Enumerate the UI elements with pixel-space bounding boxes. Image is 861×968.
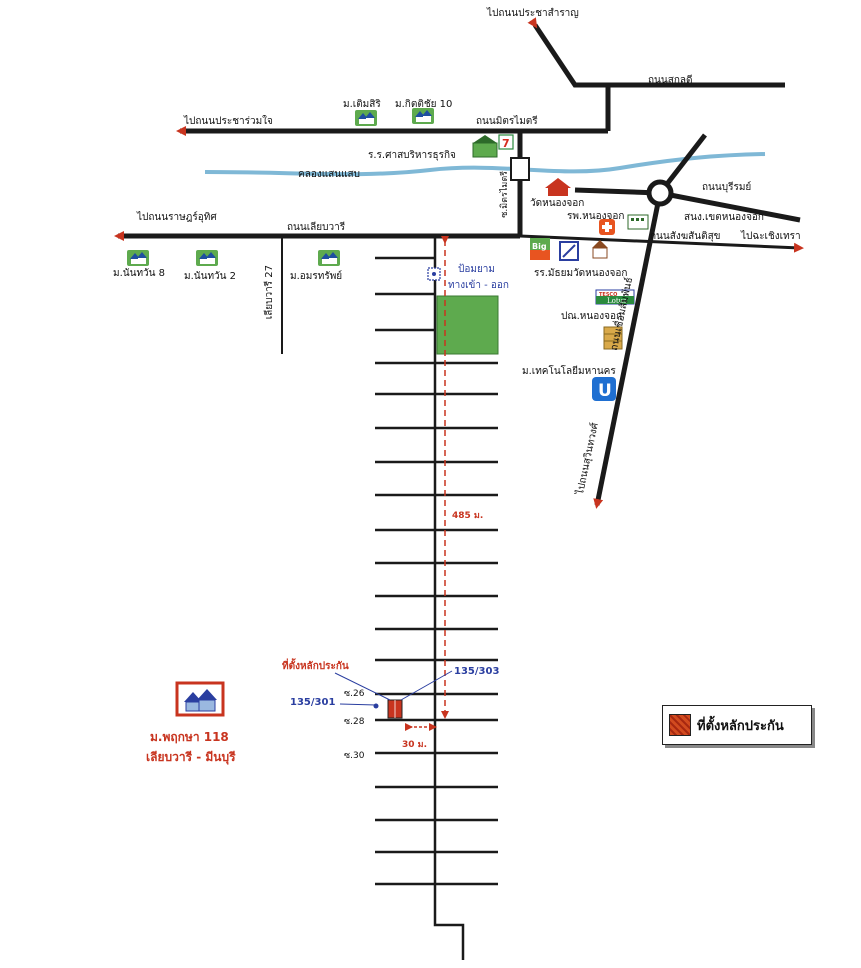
- police-office-icon: [627, 214, 649, 230]
- label-to-pracha-ruam-jai: ไปถนนประชาร่วมใจ: [184, 116, 273, 127]
- label-police: สนง.เขตหนองจอก: [684, 212, 764, 223]
- label-to-chachoengsao: ไปฉะเชิงเทรา: [741, 231, 801, 242]
- bank-icon: [559, 241, 579, 261]
- label-school-wat: รร.มัธยมวัดหนองจอก: [534, 268, 628, 279]
- temple-icon: [545, 178, 571, 196]
- svg-text:Big: Big: [532, 242, 547, 251]
- label-to-pracha-samran: ไปถนนประชาสำราญ: [487, 8, 579, 19]
- road-boriram-e: [659, 190, 801, 223]
- road-liapwari-east: [519, 234, 804, 253]
- village-house-icon: [355, 110, 377, 126]
- label-m-kittichai: ม.กิตติชัย 10: [395, 99, 453, 110]
- label-school-business: ร.ร.ศาสบริหารธุรกิจ: [368, 150, 456, 161]
- label-distance-485: 485 ม.: [452, 511, 484, 521]
- svg-text:U: U: [598, 381, 612, 401]
- label-m-nanthawan2: ม.นันทวัน 2: [184, 271, 237, 282]
- side-streets: [375, 256, 498, 886]
- big-c-icon: Big: [530, 238, 550, 260]
- svg-text:TESCO: TESCO: [599, 292, 617, 298]
- canal-line: [204, 152, 766, 177]
- label-to-ratburana: ไปถนนราษฎร์อุทิศ: [137, 212, 217, 223]
- project-subtitle: เลียบวารี - มีนบุรี: [146, 750, 236, 764]
- road-to-pracha-samran: [527, 17, 785, 88]
- label-entrance: ทางเข้า - ออก: [448, 280, 509, 291]
- svg-text:Lotus: Lotus: [607, 297, 627, 305]
- label-sukaphiban: ถนนสกลดี: [648, 75, 693, 86]
- label-post-office: ปณ.หนองจอก: [561, 311, 623, 322]
- legend-label: ที่ตั้งหลักประกัน: [697, 719, 784, 734]
- label-plot-b: 135/301: [290, 697, 336, 708]
- svg-text:7: 7: [502, 137, 510, 150]
- roundabout: [646, 179, 674, 207]
- seven-eleven-icon: 7: [498, 134, 514, 150]
- label-soi26: ซ.26: [344, 689, 365, 699]
- label-soi-mitmaitri: ซ.มิตรไมตรี: [500, 171, 510, 218]
- label-distance-30: 30 ม.: [402, 740, 428, 750]
- label-m-nanthawan8: ม.นันทวัน 8: [113, 268, 166, 279]
- hospital-icon: [599, 219, 615, 235]
- label-boriram: ถนนบุรีรมย์: [702, 182, 752, 193]
- project-logo-icon: [175, 681, 225, 717]
- tesco-lotus-icon: TESCO Lotus: [595, 289, 635, 305]
- label-canal: คลองแสนแสบ: [298, 169, 360, 180]
- label-plot-a: 135/303: [454, 666, 500, 677]
- label-soi30: ซ.30: [344, 751, 365, 761]
- green-field: [436, 295, 499, 355]
- label-mitmaitri: ถนนมิตรไมตรี: [476, 116, 538, 127]
- pointer-collateral: [334, 672, 391, 701]
- label-collateral-pointer: ที่ตั้งหลักประกัน: [282, 661, 349, 672]
- legend-swatch: [669, 714, 691, 736]
- label-liapwari27: เลียบวารี 27: [264, 265, 275, 320]
- label-hospital: รพ.หนองจอก: [567, 211, 625, 222]
- label-guard-post: ป้อมยาม: [458, 264, 496, 275]
- village-house-icon: [318, 250, 340, 266]
- pointer-plot-b: [339, 703, 377, 706]
- map-legend: ที่ตั้งหลักประกัน: [662, 705, 812, 745]
- label-sangkhom: ถนนสังฆสันติสุข: [650, 231, 721, 242]
- village-house-icon: [127, 250, 149, 266]
- label-m-amornsap: ม.อมรทรัพย์: [290, 271, 343, 282]
- label-soi28: ซ.28: [344, 717, 365, 727]
- village-house-icon: [412, 108, 434, 124]
- label-m-termsiri: ม.เติมสิริ: [343, 99, 381, 110]
- label-university: ม.เทคโนโลยีมหานคร: [522, 366, 616, 377]
- road-main-soi: [433, 236, 465, 960]
- label-liapwari: ถนนเลียบวารี: [287, 222, 346, 233]
- house-icon: [127, 108, 434, 266]
- bridge-icon: [510, 157, 530, 181]
- label-wat-nongchok: วัดหนองจอก: [530, 198, 585, 209]
- school-icon: [472, 135, 498, 158]
- road-boriram: [574, 187, 661, 196]
- village-house-icon: [196, 250, 218, 266]
- road-chueam-samphan: [593, 192, 663, 509]
- university-icon: U: [592, 377, 616, 401]
- post-office-icon: [603, 326, 623, 350]
- project-name: ม.พฤกษา 118: [150, 730, 229, 744]
- school-wat-icon: [592, 240, 608, 259]
- pointer-plot-a: [400, 670, 453, 701]
